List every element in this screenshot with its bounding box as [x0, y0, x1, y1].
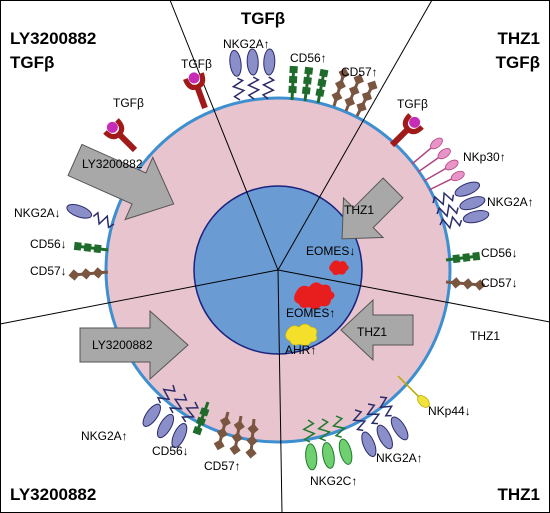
arrow-lower-left: LY3200882 — [79, 309, 189, 381]
arrow-label-lower-right: THZ1 — [357, 325, 387, 339]
arrow-label-upper-right: THZ1 — [344, 203, 374, 217]
corner-label-top-left-2: TGFβ — [10, 53, 54, 72]
bottom-left-cd57-label: CD57↑ — [204, 459, 241, 473]
bottom-left-cd56-label: CD56↓ — [152, 444, 189, 458]
eomes-blob-large — [294, 282, 335, 310]
top-nkg2a-label: NKG2A↑ — [223, 37, 270, 51]
bottom-left-nkg2a-label: NKG2A↑ — [81, 429, 128, 443]
top-cd56-label: CD56↑ — [290, 51, 327, 65]
right-nkp30-label: NKp30↑ — [463, 150, 506, 164]
ahr-up-label: AHR↑ — [285, 343, 316, 357]
top-nkg2a-group — [227, 48, 276, 102]
left-cd56-group — [72, 240, 110, 256]
right-cd57-group — [444, 274, 488, 293]
tgfb-receptor-left — [100, 115, 143, 158]
tgfb-label-right: TGFβ — [397, 97, 428, 111]
left-nkg2a-label: NKG2A↓ — [14, 206, 61, 220]
right-cd57-label: CD57↓ — [481, 276, 518, 290]
tgfb-receptor-top — [181, 68, 216, 112]
top-cd57-label: CD57↑ — [341, 65, 378, 79]
left-nkg2a-group — [64, 200, 117, 230]
left-cd56-label: CD56↓ — [30, 237, 67, 251]
left-cd57-label: CD57↓ — [30, 264, 67, 278]
corner-label-bottom-right: THZ1 — [498, 485, 541, 504]
left-cd57-group — [66, 264, 110, 283]
corner-label-top-left-1: LY3200882 — [10, 29, 96, 48]
bottom-right-nkp44-label: NKp44↓ — [428, 404, 471, 418]
eomes-down-label: EOMES↓ — [306, 244, 355, 258]
arrow-upper-right: THZ1 — [341, 177, 404, 240]
corner-label-top-right-1: THZ1 — [498, 29, 541, 48]
arrow-label-lower-left: LY3200882 — [92, 338, 153, 352]
arrow-lower-right: THZ1 — [340, 298, 414, 362]
eomes-up-label: EOMES↑ — [286, 306, 335, 320]
tgfb-label-left: TGFβ — [113, 96, 144, 110]
arrow-upper-left: LY3200882 — [67, 143, 175, 221]
corner-label-top-center: TGFβ — [241, 9, 285, 28]
corner-label-mid-right: THZ1 — [470, 329, 500, 343]
right-cd56-label: CD56↓ — [481, 246, 518, 260]
arrow-label-upper-left: LY3200882 — [82, 157, 143, 171]
corner-label-bottom-left: LY3200882 — [10, 485, 96, 504]
eomes-blob-small — [329, 260, 349, 276]
ahr-blob — [285, 323, 318, 346]
tgfb-label-top: TGFβ — [181, 57, 212, 71]
bottom-right-nkg2c-label: NKG2C↑ — [310, 474, 357, 488]
bottom-right-nkg2a-label: NKG2A↑ — [376, 451, 423, 465]
right-nkg2a-label: NKG2A↑ — [487, 195, 534, 209]
corner-label-top-right-2: TGFβ — [496, 53, 540, 72]
